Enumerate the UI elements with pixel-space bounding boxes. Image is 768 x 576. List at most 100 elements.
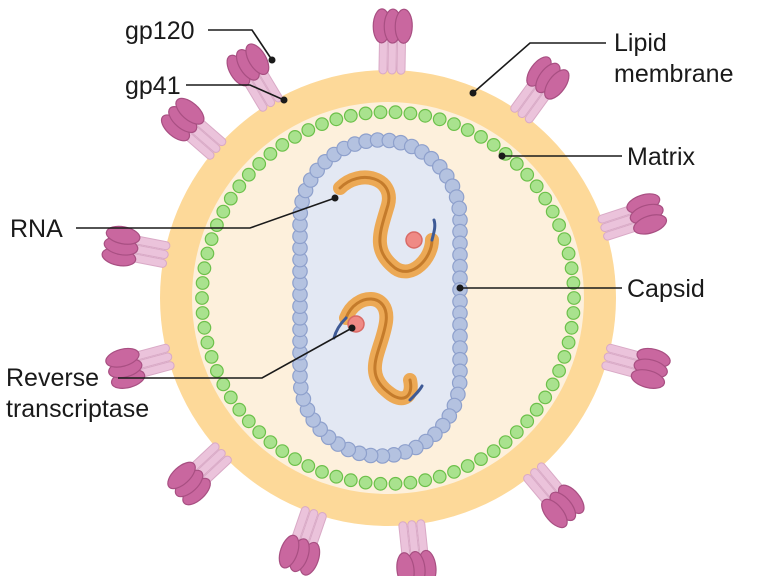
gp120-subunit [278, 534, 300, 569]
matrix-bead [252, 425, 267, 440]
matrix-bead [557, 232, 572, 247]
matrix-bead [373, 105, 388, 120]
matrix-bead [343, 108, 358, 123]
leader-reverse-transcriptase [118, 327, 353, 379]
capsid-bead [451, 200, 467, 217]
envelope-spike [160, 97, 227, 160]
gp120-subunit [396, 552, 415, 576]
leader-gp41 [186, 84, 285, 101]
gp120-head [167, 461, 211, 506]
matrix-bead [474, 452, 488, 467]
matrix-bead [263, 146, 278, 161]
matrix-bead [241, 414, 256, 429]
matrix-bead [460, 459, 475, 473]
matrix-protein-ring [195, 105, 581, 491]
matrix-bead [388, 105, 403, 120]
gp120-head [626, 193, 668, 235]
gp41-stalk [182, 117, 227, 160]
envelope-spike [372, 8, 413, 75]
label-lipid-membrane-line2: membrane [614, 60, 734, 88]
matrix-bead [545, 377, 560, 392]
envelope-spike [510, 56, 570, 124]
matrix-bead [447, 117, 461, 131]
matrix-bead [195, 306, 210, 320]
gp120-head [541, 484, 585, 529]
matrix-bead [561, 335, 576, 350]
gp120-subunit [633, 214, 668, 235]
matrix-bead [552, 364, 566, 378]
matrix-bead [403, 106, 418, 121]
gp41-stalk [290, 506, 327, 550]
matrix-bead [529, 402, 544, 417]
gp41-stalk [131, 343, 175, 378]
gp120-subunit [105, 347, 140, 368]
matrix-bead [432, 112, 447, 127]
matrix-bead [373, 476, 388, 491]
envelope-spike [601, 343, 671, 389]
matrix-bead [418, 108, 433, 123]
matrix-bead [566, 276, 581, 290]
matrix-bead [195, 291, 209, 305]
gp41-stalk [188, 442, 232, 486]
rna-strand-top [333, 170, 439, 279]
gp120-subunit [175, 97, 205, 125]
matrix-bead [498, 435, 513, 450]
gp41-stalk [510, 79, 552, 124]
gp41-stalk [128, 235, 171, 268]
matrix-bead [538, 390, 553, 405]
matrix-bead [529, 179, 544, 194]
gp120-head [396, 549, 437, 576]
label-reverse-transcriptase-line1: Reverse [6, 364, 99, 392]
gp41-stalk [601, 343, 645, 378]
label-rna: RNA [10, 215, 63, 243]
matrix-bead [447, 465, 461, 479]
matrix-bead [486, 444, 501, 459]
envelope-spikes [101, 8, 671, 576]
matrix-bead [561, 246, 576, 261]
envelope-spike [105, 343, 175, 389]
matrix-bead [197, 261, 212, 276]
matrix-bead [241, 167, 256, 182]
matrix-bead [315, 117, 329, 131]
matrix-bead [252, 156, 267, 171]
matrix-bead [545, 204, 560, 219]
gp120-subunit [394, 8, 413, 44]
envelope-spike [167, 442, 232, 506]
matrix-bead [200, 335, 215, 350]
matrix-bead [460, 123, 475, 137]
matrix-bead [474, 129, 488, 144]
matrix-bead [216, 377, 231, 392]
matrix-bead [301, 459, 316, 473]
matrix-bead [388, 476, 403, 491]
matrix-bead [564, 320, 579, 335]
matrix-bead [204, 232, 219, 247]
gp120-head [101, 225, 141, 267]
matrix-bead [329, 469, 344, 484]
matrix-bead [223, 390, 238, 405]
matrix-bead [509, 156, 524, 171]
matrix-bead [567, 291, 581, 305]
matrix-bead [418, 473, 433, 488]
rna-strand-bottom [332, 292, 424, 406]
gp41-stalk [523, 462, 566, 506]
reverse-transcriptase-top [405, 231, 423, 249]
gp120-head [278, 534, 321, 576]
matrix-bead [204, 350, 219, 364]
matrix-bead [301, 123, 316, 137]
gp120-subunit [167, 461, 196, 490]
matrix-bead [403, 475, 418, 490]
matrix-bead [538, 191, 553, 206]
label-capsid: Capsid [627, 275, 705, 303]
capsid-protein-ring [292, 132, 468, 464]
leader-lipid-membrane [472, 42, 606, 94]
matrix-bead [358, 106, 373, 121]
matrix-bead [209, 364, 224, 378]
gp120-subunit [245, 43, 270, 76]
matrix-bead [509, 425, 524, 440]
matrix-bead [223, 191, 238, 206]
label-reverse-transcriptase-line2: transcriptase [6, 395, 149, 423]
gp120-head [105, 347, 146, 389]
matrix-bead [432, 469, 447, 484]
gp120-subunit [541, 498, 568, 529]
matrix-bead [275, 444, 290, 459]
